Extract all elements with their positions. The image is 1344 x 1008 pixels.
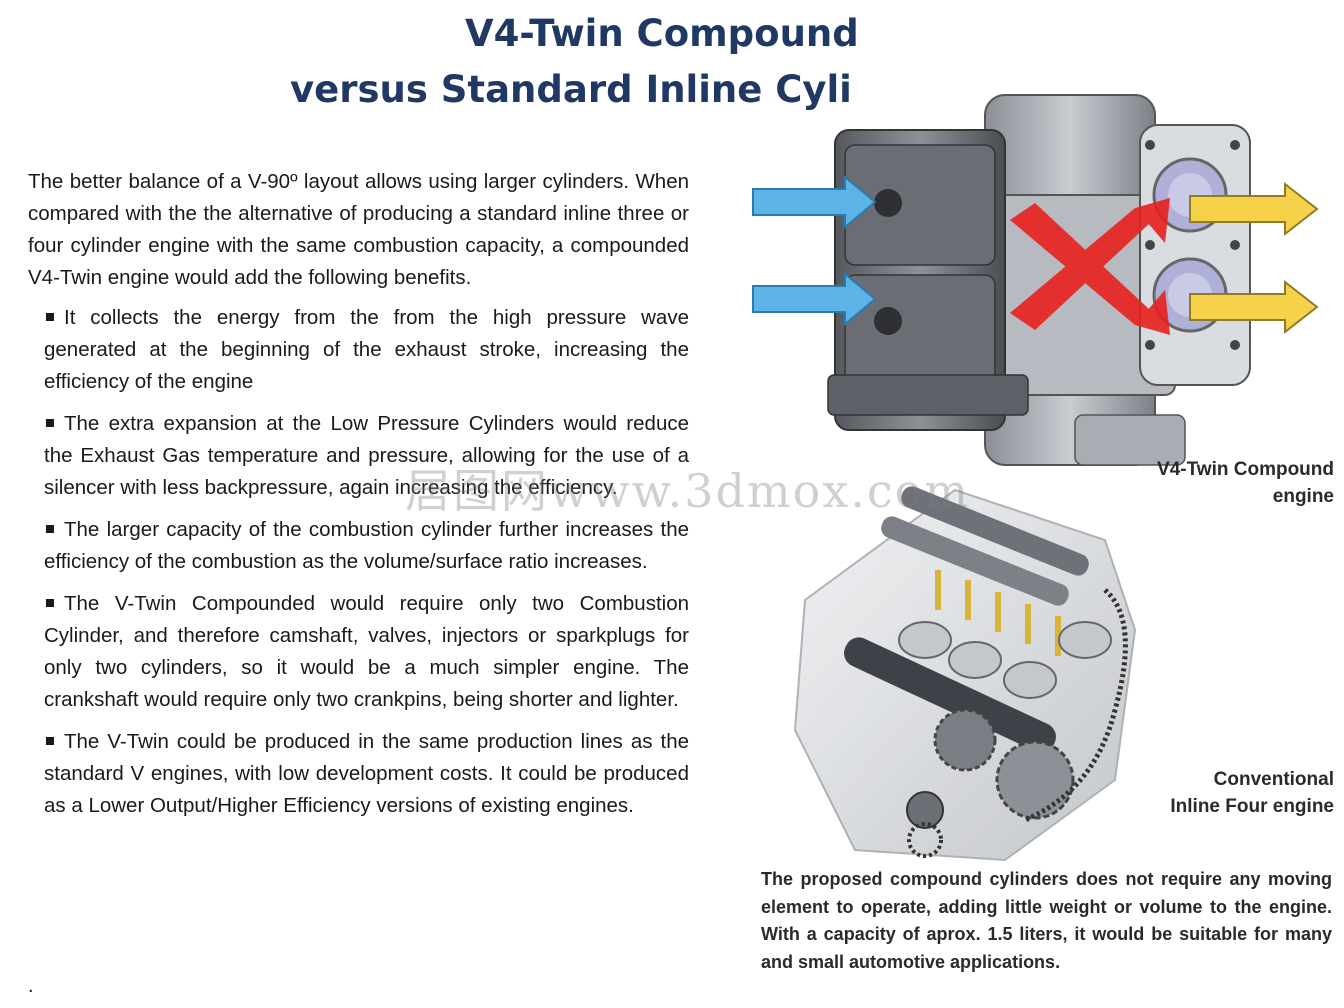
intro-paragraph: The better balance of a V-90º layout all…: [28, 170, 689, 289]
bullet-square-icon: [46, 419, 54, 428]
crossover-arrows-icon: [1010, 198, 1170, 335]
bullet-square-icon: [46, 313, 54, 322]
watermark: 居图网www.3dmox.com: [405, 464, 970, 518]
benefit-item: The V-Twin Compounded would require only…: [44, 592, 689, 711]
benefit-item: The larger capacity of the combustion cy…: [44, 518, 689, 573]
inline-four-engine-illustration: [793, 486, 1137, 862]
benefit-item: The extra expansion at the Low Pressure …: [44, 412, 689, 499]
v4-twin-engine-illustration: [752, 94, 1319, 466]
benefit-item: The V-Twin could be produced in the same…: [44, 730, 689, 817]
intake-arrow-top: [752, 174, 877, 230]
exhaust-arrow-bottom: [1189, 279, 1319, 335]
inline-four-caption: Conventional Inline Four engine: [1170, 769, 1334, 817]
trailing-dot: .: [28, 975, 34, 997]
bullet-square-icon: [46, 525, 54, 534]
benefit-item: It collects the energy from the from the…: [44, 306, 689, 393]
bullet-square-icon: [46, 737, 54, 746]
title-line-1: V4-Twin Compound: [465, 12, 859, 55]
bullet-square-icon: [46, 599, 54, 608]
v4-engine-caption: V4-Twin Compound engine: [1157, 459, 1334, 507]
bottom-note: The proposed compound cylinders does not…: [761, 869, 1332, 972]
intake-arrow-bottom: [752, 271, 877, 327]
exhaust-arrow-top: [1189, 181, 1319, 237]
title-line-2: versus Standard Inline Cyli: [290, 68, 852, 111]
main-text: The better balance of a V-90º layout all…: [28, 166, 689, 832]
benefit-list: It collects the energy from the from the…: [44, 302, 689, 822]
